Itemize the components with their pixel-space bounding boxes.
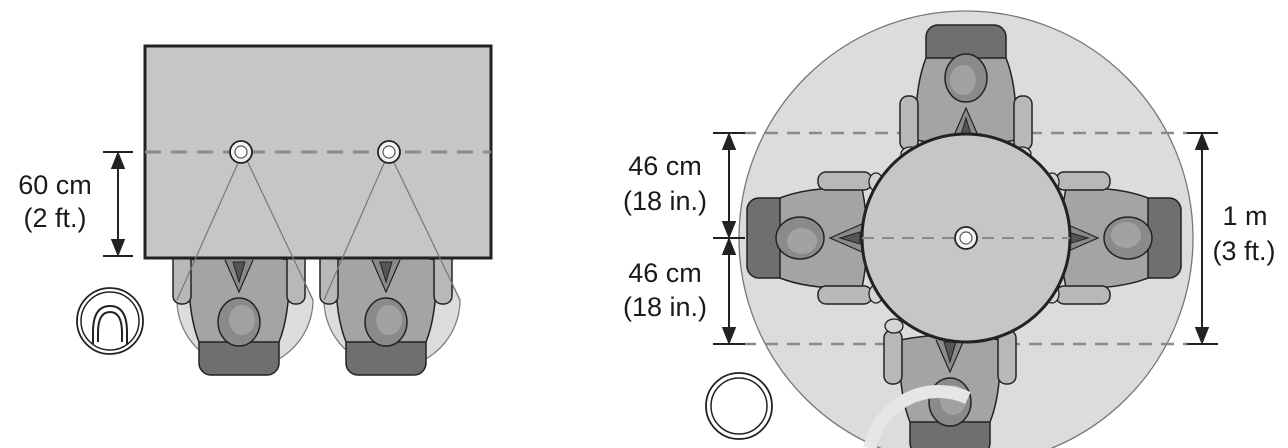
dimension-label-metric: 60 cm <box>18 170 92 200</box>
right-setup: 46 cm (18 in.) 46 cm (18 in.) 1 m (3 ft.… <box>623 11 1276 448</box>
boundary-mic-right <box>378 141 400 163</box>
side-dimension-label-imperial: (3 ft.) <box>1212 236 1275 266</box>
upper-dimension-label-imperial: (18 in.) <box>623 186 707 216</box>
omnidirectional-polar-pattern-icon <box>706 373 772 439</box>
cardioid-polar-pattern-icon <box>77 288 143 354</box>
boundary-mic-center <box>955 227 977 249</box>
side-dimension-label-metric: 1 m <box>1222 201 1267 231</box>
boundary-mic-left <box>230 141 252 163</box>
lower-dimension-label-imperial: (18 in.) <box>623 292 707 322</box>
upper-dimension-label-metric: 46 cm <box>628 151 702 181</box>
dimension-label-imperial: (2 ft.) <box>23 203 86 233</box>
lower-dimension-label-metric: 46 cm <box>628 258 702 288</box>
left-setup: 60 cm (2 ft.) <box>18 46 491 375</box>
